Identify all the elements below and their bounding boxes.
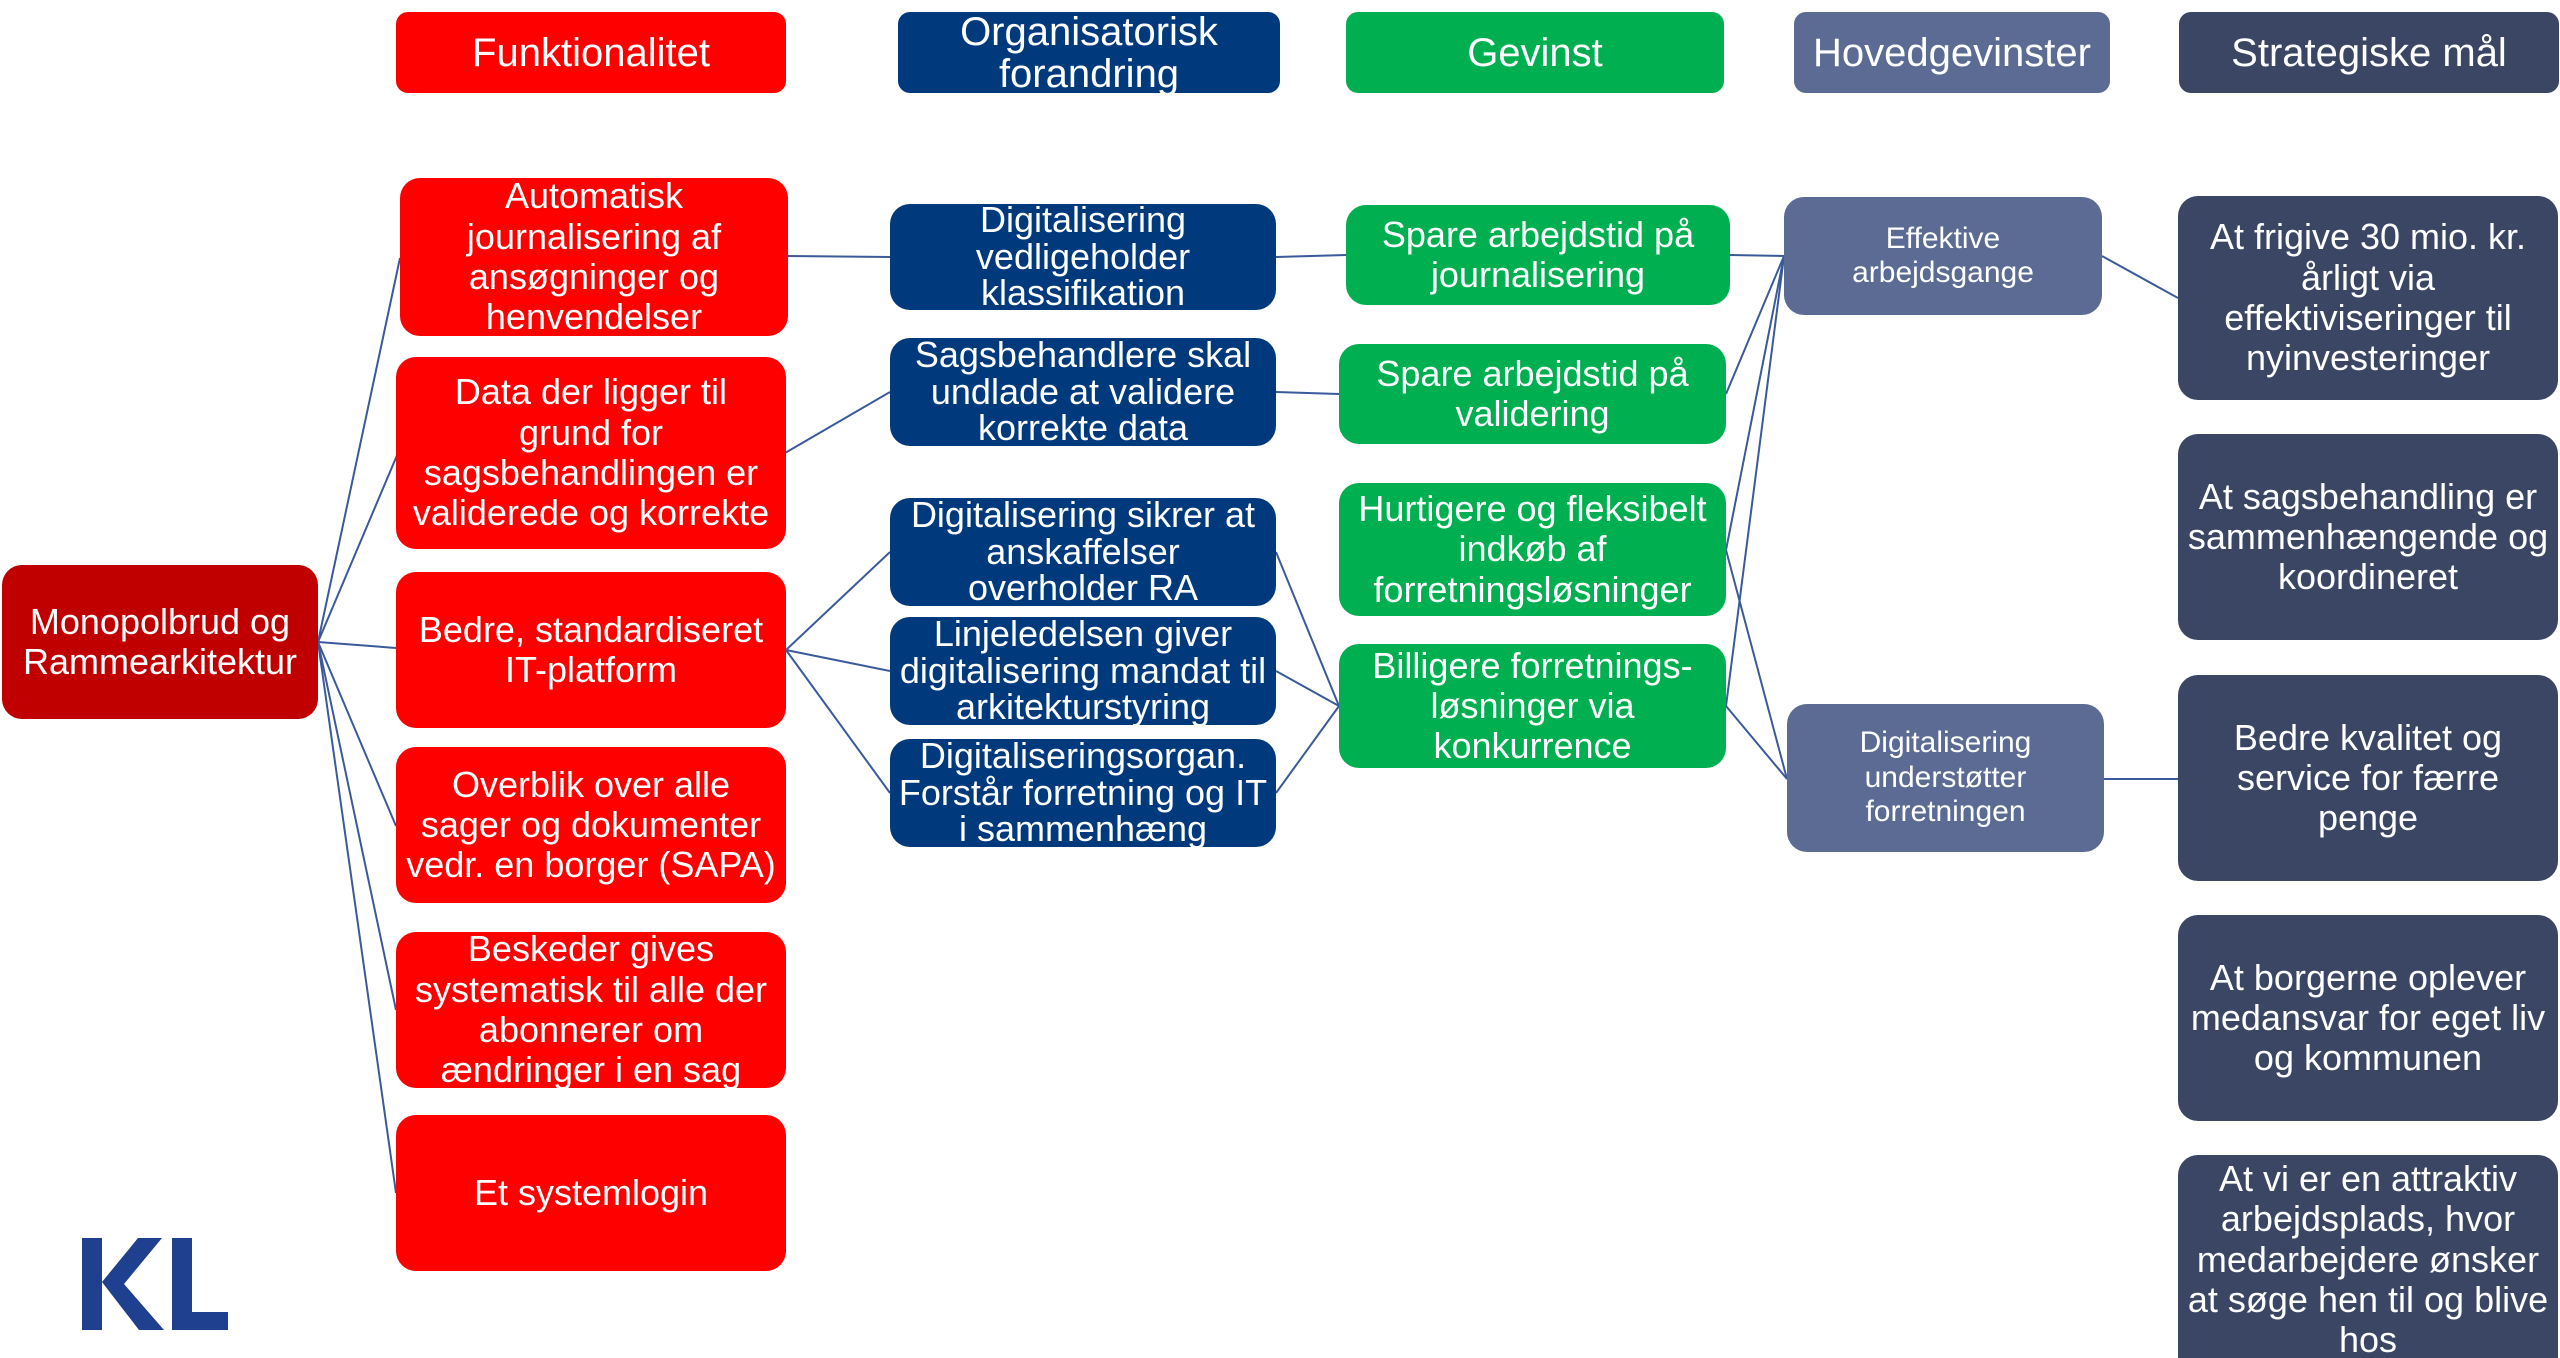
connector-org3-gev4 [1275, 551, 1340, 707]
connector-gev1-hov1 [1729, 254, 1785, 257]
connector-gev3-hov2 [1725, 549, 1788, 780]
gevinst-item-1: Spare arbejdstid på journalisering [1346, 205, 1730, 305]
connector-func3-org3 [785, 551, 891, 651]
kl-logo [82, 1238, 228, 1330]
connector-func2-org2 [784, 391, 891, 454]
connector-hov1-mal1 [2101, 255, 2179, 299]
gevinst-item-3: Hurtigere og fleksibelt indkøb af forret… [1339, 483, 1726, 616]
connector-func3-org4 [785, 649, 891, 672]
hovedgevinst-item-2: Digitalisering understøtter forretningen [1787, 704, 2104, 852]
root-node: Monopolbrud og Rammearkitektur [2, 565, 318, 719]
func-item-2: Data der ligger til grund for sagsbehand… [396, 357, 786, 549]
connector-func1-org1 [787, 255, 891, 258]
connector-gev4-hov1 [1725, 255, 1785, 707]
connector-org1-gev1 [1275, 254, 1347, 258]
connector-root-func-2 [317, 452, 399, 643]
func-item-3: Bedre, standardiseret IT-platform [396, 572, 786, 728]
header-organisatorisk-forandring: Organisatorisk forandring [898, 12, 1280, 93]
org-item-1: Digitalisering vedligeholder klassifikat… [890, 204, 1276, 310]
org-item-3: Digitalisering sikrer at anskaffelser ov… [890, 498, 1276, 606]
func-item-4: Overblik over alle sager og dokumenter v… [396, 747, 786, 903]
connector-gev2-hov1 [1725, 255, 1785, 395]
connector-org5-gev4 [1275, 705, 1340, 794]
org-item-5: Digitaliseringsorgan. Forstår forretning… [890, 739, 1276, 847]
connector-gev3-hov1 [1725, 255, 1785, 551]
strategic-goal-1: At frigive 30 mio. kr. årligt via effekt… [2178, 196, 2558, 400]
func-item-1: Automatisk journalisering af ansøgninger… [400, 178, 788, 336]
connector-root-func-5 [317, 641, 397, 1011]
gevinst-item-4: Billigere forretnings-løsninger via konk… [1339, 644, 1726, 768]
hovedgevinst-item-1: Effektive arbejdsgange [1784, 197, 2102, 315]
func-item-6: Et systemlogin [396, 1115, 786, 1271]
gevinst-item-2: Spare arbejdstid på validering [1339, 344, 1726, 444]
connector-root-func-6 [317, 641, 397, 1194]
header-hovedgevinster: Hovedgevinster [1794, 12, 2110, 93]
connector-root-func-3 [317, 641, 397, 649]
connector-org2-gev2 [1275, 391, 1340, 395]
connector-root-func-4 [317, 641, 397, 827]
header-gevinst: Gevinst [1346, 12, 1724, 93]
header-funktionalitet: Funktionalitet [396, 12, 786, 93]
connector-gev4-hov2 [1725, 705, 1788, 780]
func-item-5: Beskeder gives systematisk til alle der … [396, 932, 786, 1088]
org-item-4: Linjeledelsen giver digitalisering manda… [890, 617, 1276, 725]
org-item-2: Sagsbehandlere skal undlade at validere … [890, 338, 1276, 446]
strategic-goal-3: Bedre kvalitet og service for færre peng… [2178, 675, 2558, 881]
connector-func3-org5 [785, 649, 891, 794]
header-strategiske-maal: Strategiske mål [2179, 12, 2559, 93]
connector-root-func-1 [317, 257, 401, 643]
connector-org4-gev4 [1275, 670, 1340, 707]
strategic-goal-5: At vi er en attraktiv arbejdsplads, hvor… [2178, 1155, 2558, 1358]
strategic-goal-2: At sagsbehandling er sammenhængende og k… [2178, 434, 2558, 640]
strategic-goal-4: At borgerne oplever medansvar for eget l… [2178, 915, 2558, 1121]
